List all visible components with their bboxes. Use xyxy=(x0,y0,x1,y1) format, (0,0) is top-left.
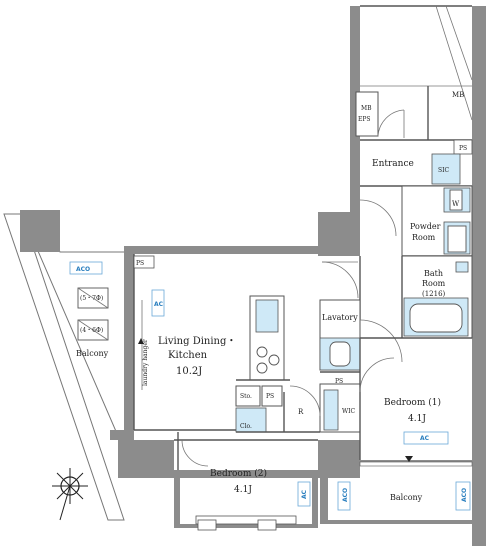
powder-room-line2: Room xyxy=(412,233,436,242)
mb-top-label: MB xyxy=(452,91,464,99)
powder-room-line1: Powder xyxy=(410,222,441,231)
mb-eps-label-1: MB xyxy=(361,105,372,112)
r-label: R xyxy=(298,408,304,416)
outdoor-units xyxy=(77,287,109,341)
ps-box-entrance xyxy=(453,139,473,155)
ac-boxes xyxy=(69,261,471,511)
ps-label-ldk: PS xyxy=(136,260,144,267)
mb-shaft xyxy=(360,5,473,140)
sto-label: Sto. xyxy=(240,393,252,400)
outdoor-unit-2-label: (4・6Φ) xyxy=(80,327,103,334)
ps-box-ldk xyxy=(133,255,155,269)
bedroom-1-block xyxy=(359,337,472,460)
w-label: W xyxy=(452,200,460,208)
toilet xyxy=(329,341,351,367)
compass-rose-icon xyxy=(52,468,88,521)
storage-closet xyxy=(235,385,321,433)
ac-ldk: AC xyxy=(154,301,164,308)
bedroom-1-name: Bedroom (1) xyxy=(384,397,441,408)
powder-room-block xyxy=(401,185,473,257)
ps-label-lavatory: PS xyxy=(335,378,343,385)
bath-room-line3: (1216) xyxy=(422,290,446,298)
aco-balcony-bottom-right: ACO xyxy=(461,488,468,502)
sic-closet xyxy=(431,153,461,185)
column-wall-left xyxy=(20,210,60,252)
bathtub xyxy=(409,303,463,333)
column-wall-bottom-mid xyxy=(318,440,360,478)
ldk-name-line2: Kitchen xyxy=(168,350,208,361)
ps-label-sto: PS xyxy=(266,393,274,400)
clo-label: Clo. xyxy=(240,423,252,430)
wic-block xyxy=(319,383,361,433)
column-wall-bottom-left xyxy=(118,440,174,478)
outdoor-unit-1-label: (5・7Φ) xyxy=(80,295,103,302)
ac-bedroom-2: AC xyxy=(301,489,308,499)
bath-room-line2: Room xyxy=(422,279,446,288)
sic-label: SIC xyxy=(438,167,449,174)
bath-room-block xyxy=(401,255,473,339)
ldk-name-line1: Living Dining・ xyxy=(158,336,236,347)
balcony-bottom-label: Balcony xyxy=(390,493,423,502)
bedroom-1-size: 4.1J xyxy=(408,414,426,424)
wall-right xyxy=(472,6,486,546)
wic-label: WIC xyxy=(342,408,356,415)
bedroom-2-block xyxy=(174,432,318,470)
door-arrow-icon xyxy=(138,338,144,344)
stove-burner-icon xyxy=(256,346,268,358)
balcony-left-label: Balcony xyxy=(76,349,109,358)
bath-room-line1: Bath xyxy=(424,269,443,278)
aco-balcony-bottom-left: ACO xyxy=(342,488,349,502)
ps-label-top: PS xyxy=(459,145,467,152)
windows xyxy=(195,456,473,531)
mb-eps-label-2: EPS xyxy=(358,116,371,123)
column-wall-top xyxy=(318,212,360,256)
entrance-label: Entrance xyxy=(372,159,414,169)
bedroom-2-size: 4.1J xyxy=(234,485,252,495)
lavatory-label: Lavatory xyxy=(322,313,358,322)
kitchen-sink xyxy=(255,299,279,333)
laundry-hanger-label: laundry hanger xyxy=(142,339,149,386)
kitchen-counter xyxy=(236,295,290,381)
mb-eps-closet xyxy=(355,91,405,138)
ldk-block xyxy=(133,254,236,431)
ldk-size: 10.2J xyxy=(176,366,202,377)
ac-bedroom-1: AC xyxy=(420,435,430,442)
aco-balcony-left: ACO xyxy=(76,266,90,273)
bedroom-2-name: Bedroom (2) xyxy=(210,468,267,479)
lavatory-block xyxy=(319,299,403,373)
balcony-left-area xyxy=(3,210,127,521)
